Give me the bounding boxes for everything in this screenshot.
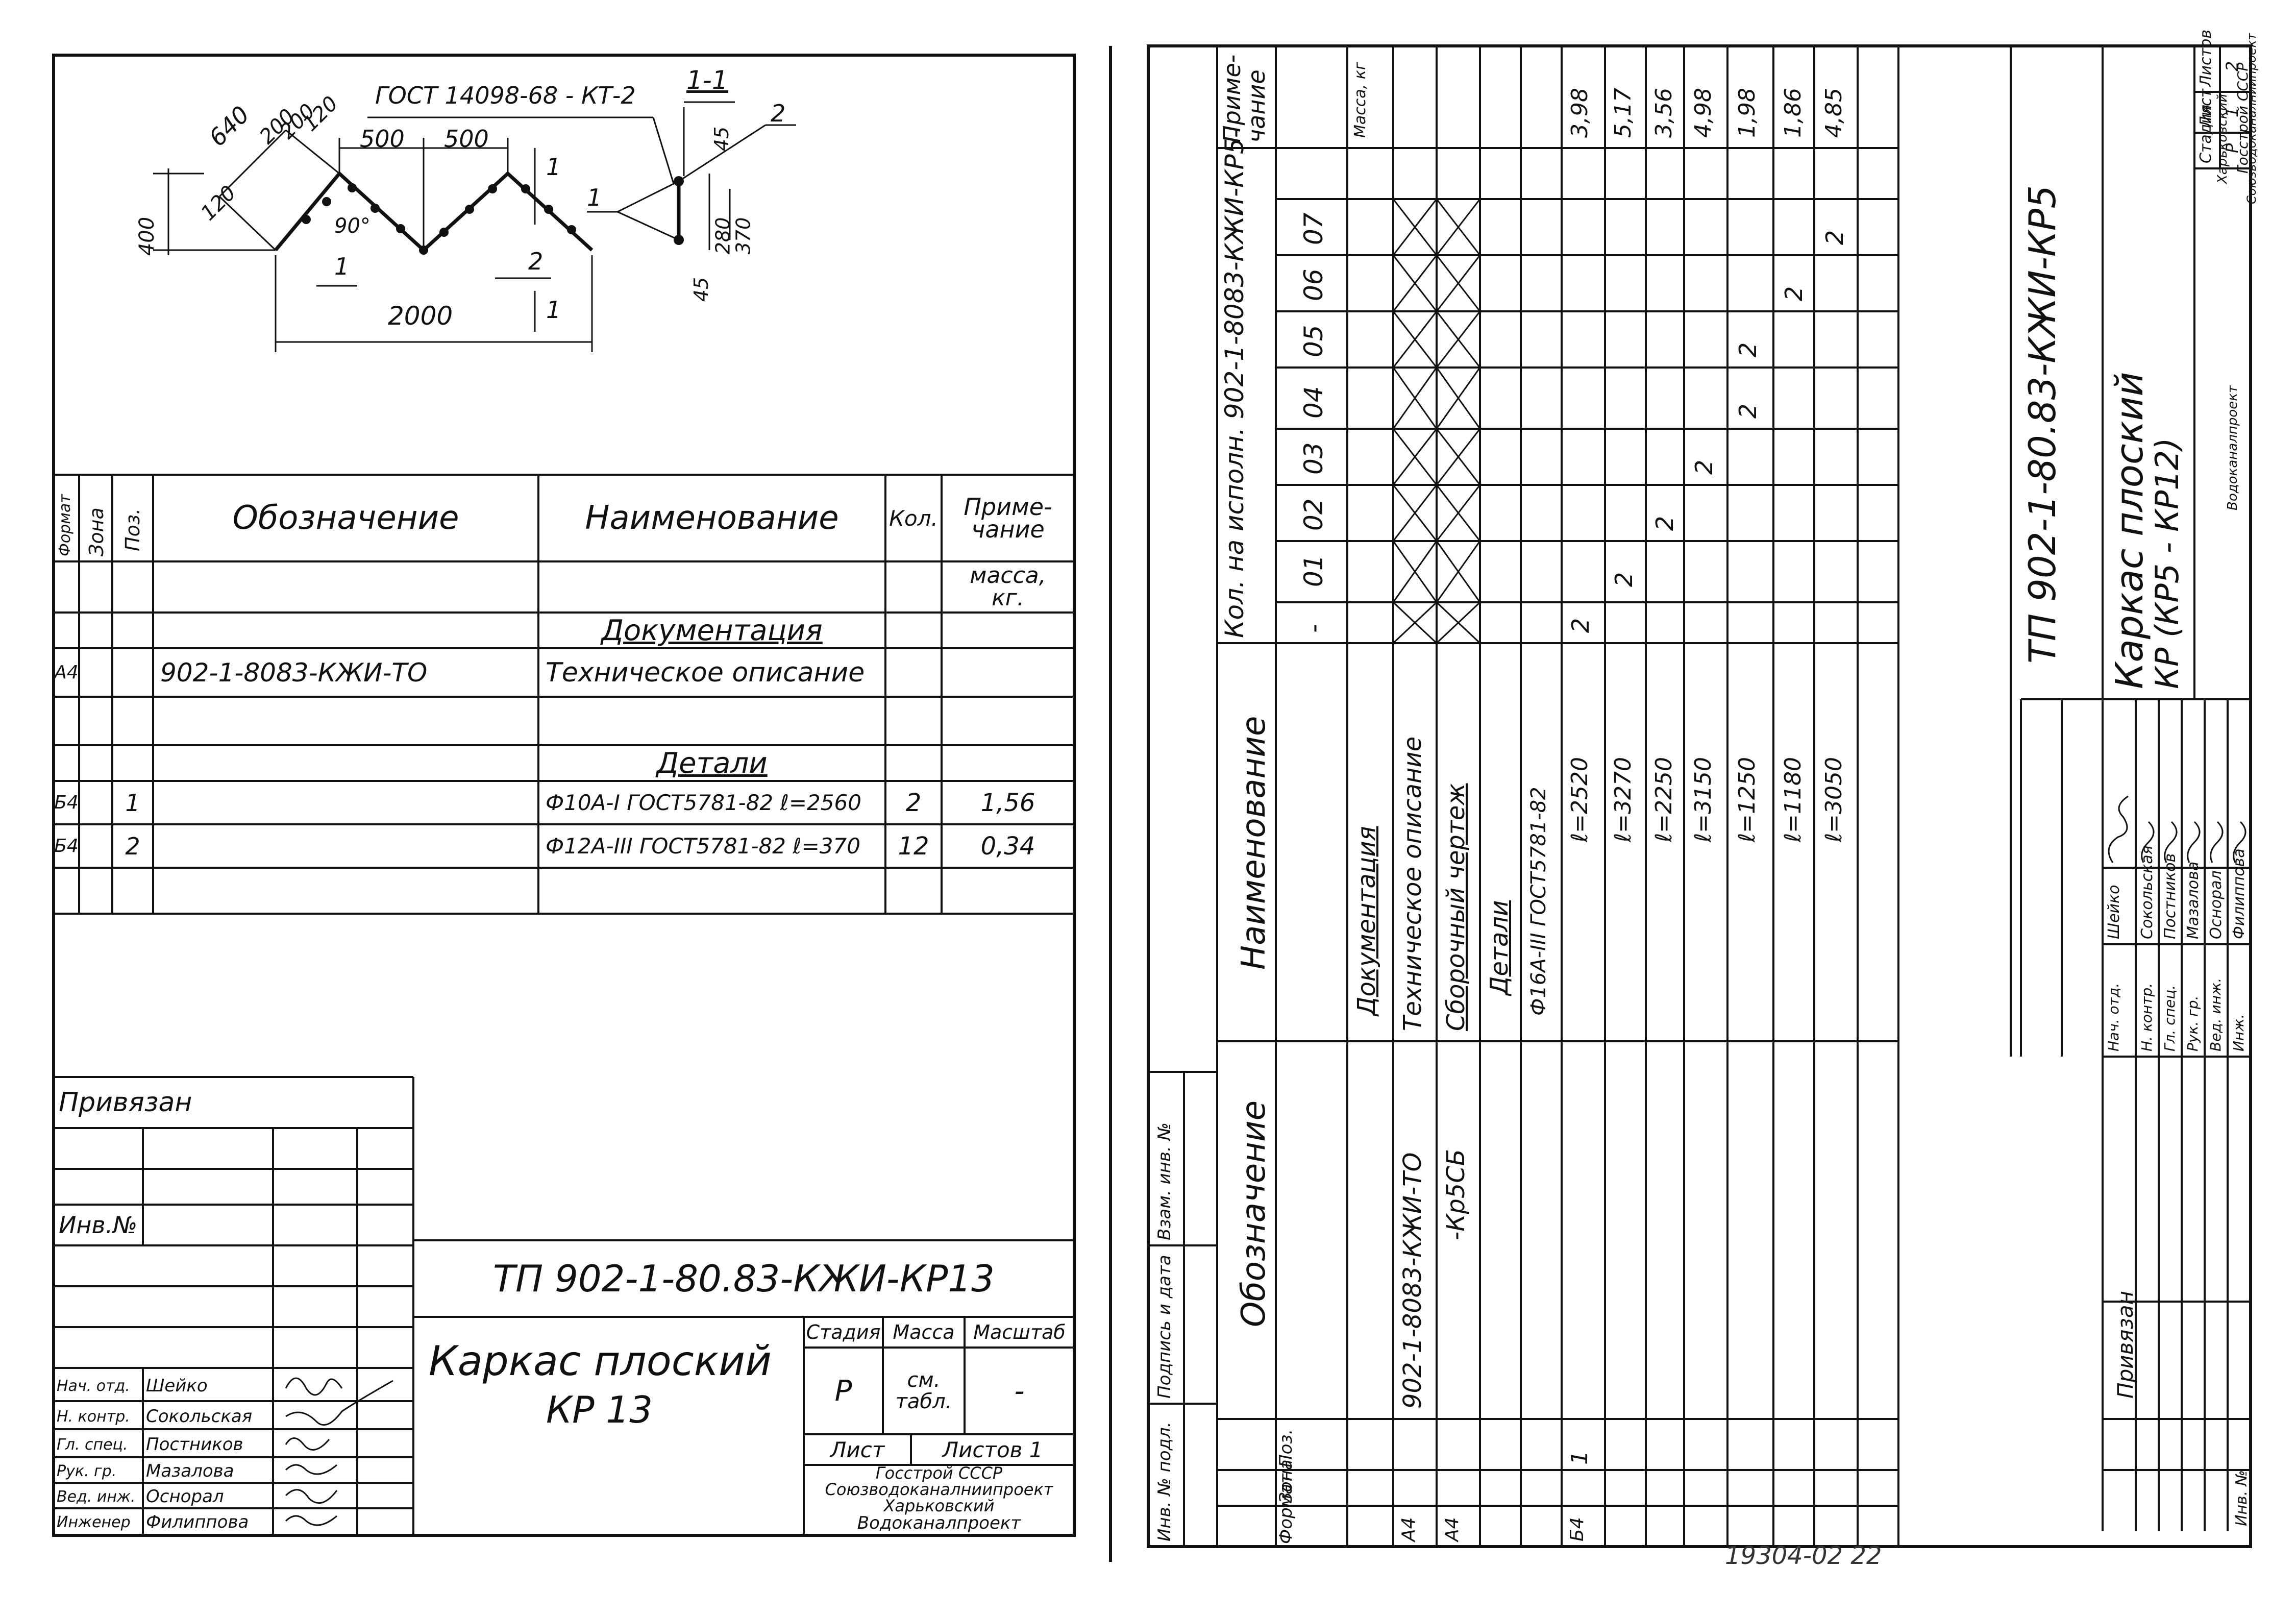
drawing-code: ТП 902-1-80.83-КЖИ-КР13 bbox=[493, 1257, 995, 1300]
role-2: Н. контр. bbox=[57, 1407, 130, 1426]
doc-row-designation: 902-1-8083-КЖИ-ТО bbox=[160, 657, 428, 688]
name-6: Филиппова bbox=[146, 1512, 249, 1532]
role-5: Вед. инж. bbox=[57, 1487, 136, 1506]
name-2: Сокольская bbox=[146, 1406, 253, 1427]
dim-500b: 500 bbox=[444, 125, 489, 153]
section-documentation: Документация bbox=[601, 614, 823, 647]
org-line-1: Госстрой СССР bbox=[875, 1464, 1003, 1482]
row-name: Ф10А-I ГОСТ5781-82 ℓ=2560 bbox=[546, 790, 861, 815]
doc-row-format: А4 bbox=[54, 662, 79, 683]
scale-value: - bbox=[1014, 1374, 1025, 1408]
row-qty: 12 bbox=[898, 831, 929, 861]
archive-stamp: 19304-02 22 bbox=[1725, 1541, 1882, 1570]
name-3: Постников bbox=[146, 1434, 243, 1455]
name-4: Мазалова bbox=[146, 1461, 234, 1481]
doc-row-name: Техническое описание bbox=[546, 657, 865, 688]
position-2-label: 2 bbox=[528, 248, 544, 275]
section-label: 1-1 bbox=[686, 65, 728, 95]
row-pos: 2 bbox=[125, 832, 140, 860]
row-pos: 1 bbox=[125, 789, 140, 817]
drawing-title-line1: Каркас плоский bbox=[429, 1337, 772, 1385]
cut-mark-top: 1 bbox=[546, 153, 561, 181]
mass-label: Масса bbox=[893, 1321, 955, 1343]
name-1: Шейко bbox=[146, 1376, 208, 1396]
inv-no-label: Инв.№ bbox=[59, 1211, 138, 1239]
role-1: Нач. отд. bbox=[57, 1377, 130, 1395]
row-format: Б4 bbox=[54, 836, 79, 856]
section-parts: Детали bbox=[656, 746, 768, 780]
position-1-label: 1 bbox=[334, 253, 350, 280]
org-line-2: Союзводоканалниипроект bbox=[825, 1480, 1053, 1499]
row-qty: 2 bbox=[905, 788, 922, 817]
gost-label: ГОСТ 14098-68 - КТ-2 bbox=[375, 82, 636, 109]
col-header-name: Наименование bbox=[585, 499, 839, 537]
drawing-title-line2: КР 13 bbox=[546, 1388, 653, 1431]
col-header-note: Приме- чание bbox=[964, 493, 1052, 543]
name-5: Оснорал bbox=[146, 1486, 224, 1507]
row-format: Б4 bbox=[54, 792, 79, 813]
stage-label: Стадия bbox=[806, 1321, 881, 1343]
role-6: Инженер bbox=[57, 1513, 131, 1531]
cut-mark-bottom: 1 bbox=[546, 296, 561, 324]
scale-label: Масштаб bbox=[973, 1321, 1066, 1343]
note-mass-unit: масса, кг. bbox=[970, 562, 1046, 611]
org-line-4: Водоканалпроект bbox=[857, 1513, 1021, 1533]
dim-500a: 500 bbox=[360, 125, 405, 153]
dim-2000: 2000 bbox=[388, 301, 453, 331]
sheet-label: Лист bbox=[830, 1437, 885, 1462]
section-position-2: 2 bbox=[771, 100, 786, 127]
dim-90: 90° bbox=[334, 214, 371, 238]
role-4: Рук. гр. bbox=[57, 1462, 117, 1480]
row-note: 1,56 bbox=[980, 788, 1035, 817]
privyazan-label: Привязан bbox=[59, 1087, 192, 1118]
org-line-3: Харьковский bbox=[883, 1497, 995, 1515]
row-note: 0,34 bbox=[980, 831, 1035, 861]
mass-value: см. табл. bbox=[895, 1368, 952, 1413]
row-name: Ф12А-III ГОСТ5781-82 ℓ=370 bbox=[546, 834, 860, 859]
col-header-designation: Обозначение bbox=[232, 499, 459, 537]
col-header-qty: Кол. bbox=[889, 505, 938, 531]
role-3: Гл. спец. bbox=[57, 1435, 128, 1454]
stage-value: Р bbox=[834, 1374, 852, 1408]
section-position-1: 1 bbox=[587, 184, 602, 211]
sheets-label: Листов 1 bbox=[942, 1437, 1043, 1462]
